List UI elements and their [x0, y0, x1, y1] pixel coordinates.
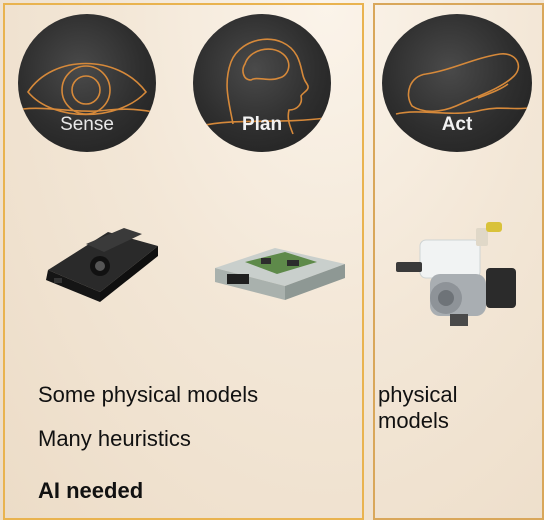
sense-circle: Sense	[18, 14, 156, 152]
left-panel-frame	[3, 3, 364, 520]
camera-sensor-image	[46, 228, 158, 302]
brake-actuator-image	[396, 222, 516, 326]
left-text-line-3: AI needed	[38, 478, 144, 503]
left-text-line-1: Some physical models	[38, 382, 259, 407]
plan-label: Plan	[241, 114, 283, 135]
act-label: Act	[441, 114, 473, 135]
act-circle: Act	[382, 14, 532, 152]
sense-label: Sense	[60, 114, 114, 135]
plan-circle: Plan	[193, 14, 331, 152]
right-text: physical models	[378, 382, 458, 433]
ecu-module-image	[215, 248, 345, 300]
eye-icon	[22, 62, 154, 116]
left-text-line-2: Many heuristics	[38, 426, 191, 451]
foot-icon	[395, 53, 529, 115]
head-brain-icon	[200, 38, 326, 135]
right-panel-frame	[373, 3, 544, 520]
